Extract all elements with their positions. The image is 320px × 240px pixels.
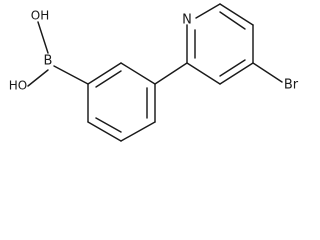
bond-phenyl-1 <box>87 62 122 85</box>
boron-label: B <box>44 54 53 69</box>
bond-pyridine-2 <box>195 3 221 19</box>
bond-b-oh-top <box>37 21 49 54</box>
bond-pyridine-3 <box>219 3 254 26</box>
bond-pyridine-inner-2 <box>219 11 246 30</box>
bond-b-aryl <box>53 65 89 85</box>
hydroxyl-top-label: OH <box>31 9 49 23</box>
bond-phenyl-5 <box>87 121 122 142</box>
molecule-svg: B OH HO N Br <box>9 3 299 142</box>
bond-phenyl-4 <box>120 121 156 142</box>
bond-phenyl-2 <box>120 62 156 85</box>
bond-c-br <box>252 62 283 83</box>
bromine-label: Br <box>284 78 299 93</box>
nitrogen-label: N <box>182 13 192 28</box>
bond-pyridine-5 <box>219 62 254 85</box>
bond-b-oh-bottom <box>27 69 49 87</box>
bond-phenyl-inner-3 <box>95 117 122 133</box>
chemical-structure-diagram: B OH HO N Br <box>8 3 299 142</box>
bond-pyridine-6 <box>186 62 221 85</box>
hydroxyl-bottom-label: HO <box>9 79 27 93</box>
bond-pyridine-inner-3 <box>219 59 246 77</box>
bond-biaryl <box>154 62 188 85</box>
bond-phenyl-inner-1 <box>95 70 122 88</box>
